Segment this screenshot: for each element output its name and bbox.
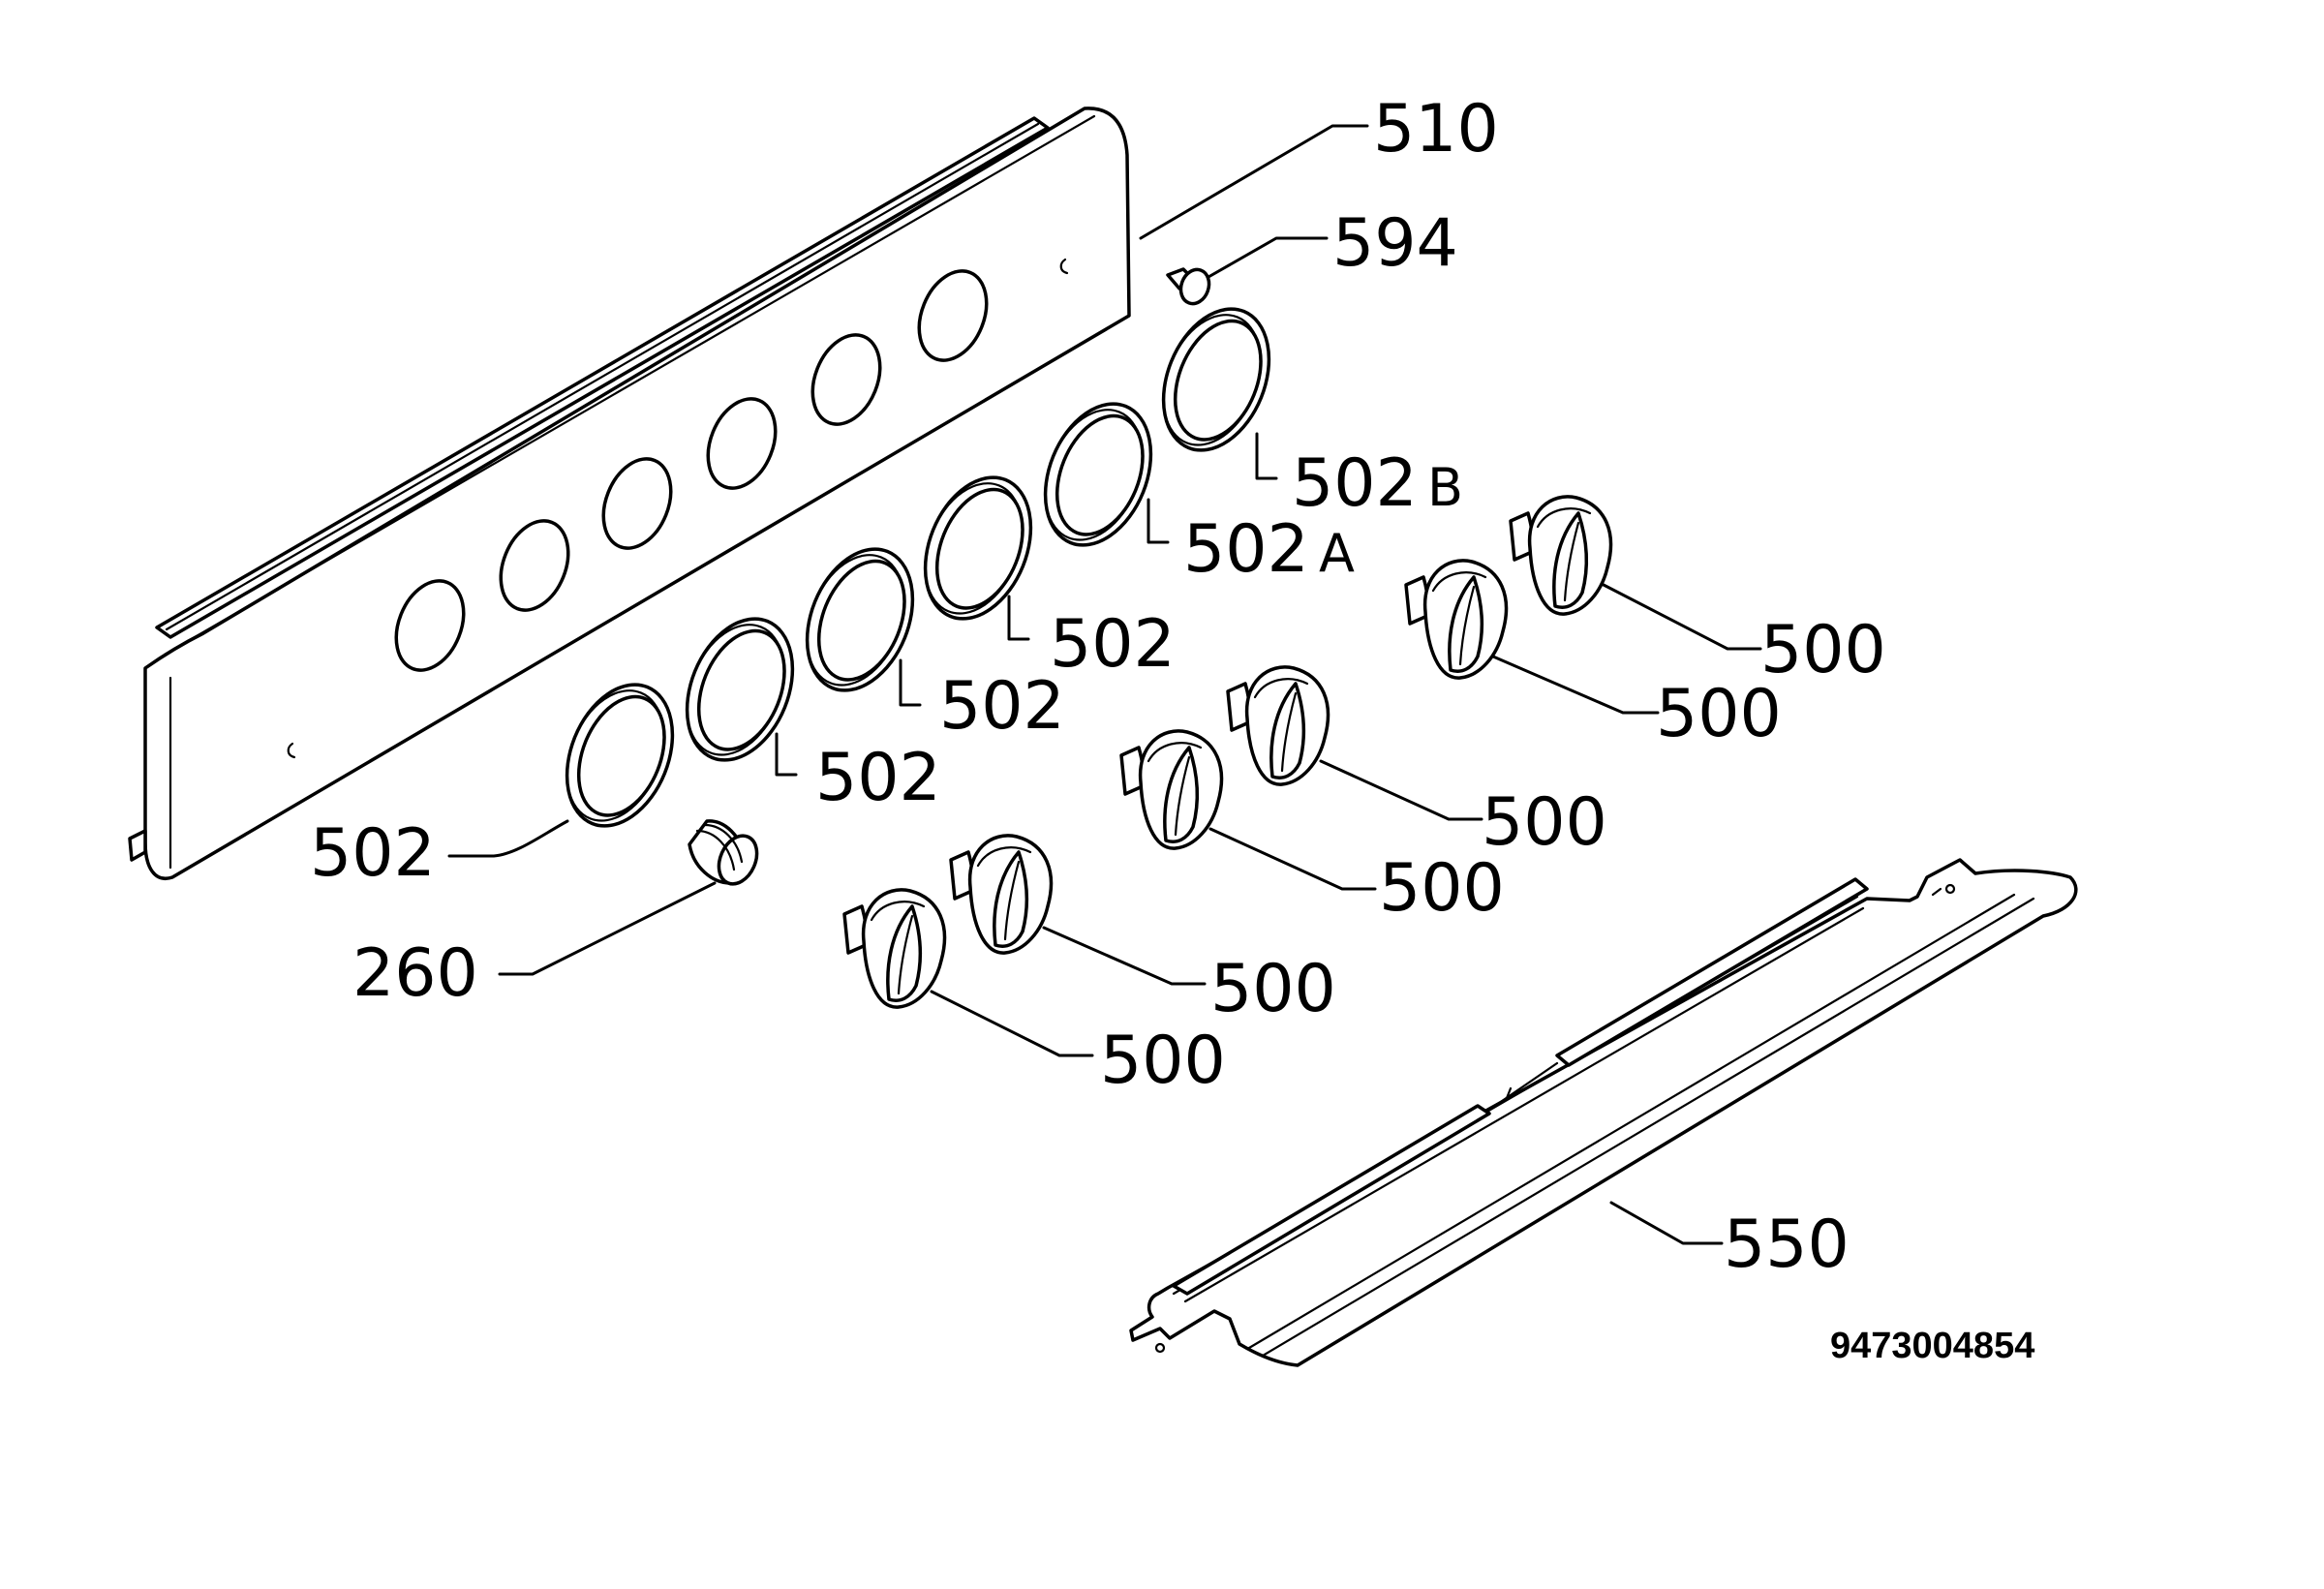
callout-500-4: 500 [1379, 850, 1505, 927]
callout-500-3: 500 [1482, 784, 1607, 861]
spring-260 [688, 819, 759, 886]
callout-502-b-suffix: B [1427, 457, 1463, 518]
callout-500-5: 500 [1210, 951, 1336, 1027]
document-number: 9473004854 [1830, 1326, 2034, 1366]
callout-594: 594 [1332, 205, 1458, 282]
panel-holes [394, 269, 989, 672]
callout-502-2: 502 [939, 668, 1065, 745]
callout-500-6: 500 [1100, 1023, 1226, 1099]
callout-labels: 510 594 502 B 502 A 502 502 502 502 260 … [310, 91, 2034, 1366]
callout-500-1: 500 [1760, 612, 1886, 688]
callout-502-a: 502 [1183, 511, 1309, 588]
callout-500-2: 500 [1656, 676, 1782, 752]
leader-lines [447, 124, 1762, 1245]
bottom-strip-550 [1129, 858, 2078, 1367]
callout-502-3: 502 [815, 740, 941, 816]
callout-510: 510 [1373, 91, 1499, 168]
control-panel-510 [128, 107, 1131, 880]
screw-594 [1166, 267, 1211, 306]
callout-502-b: 502 [1292, 445, 1418, 522]
callout-502-1: 502 [1050, 606, 1176, 683]
callout-260: 260 [352, 935, 478, 1012]
callout-550: 550 [1724, 1207, 1850, 1283]
callout-502-4: 502 [310, 815, 436, 892]
callout-502-a-suffix: A [1319, 523, 1355, 584]
